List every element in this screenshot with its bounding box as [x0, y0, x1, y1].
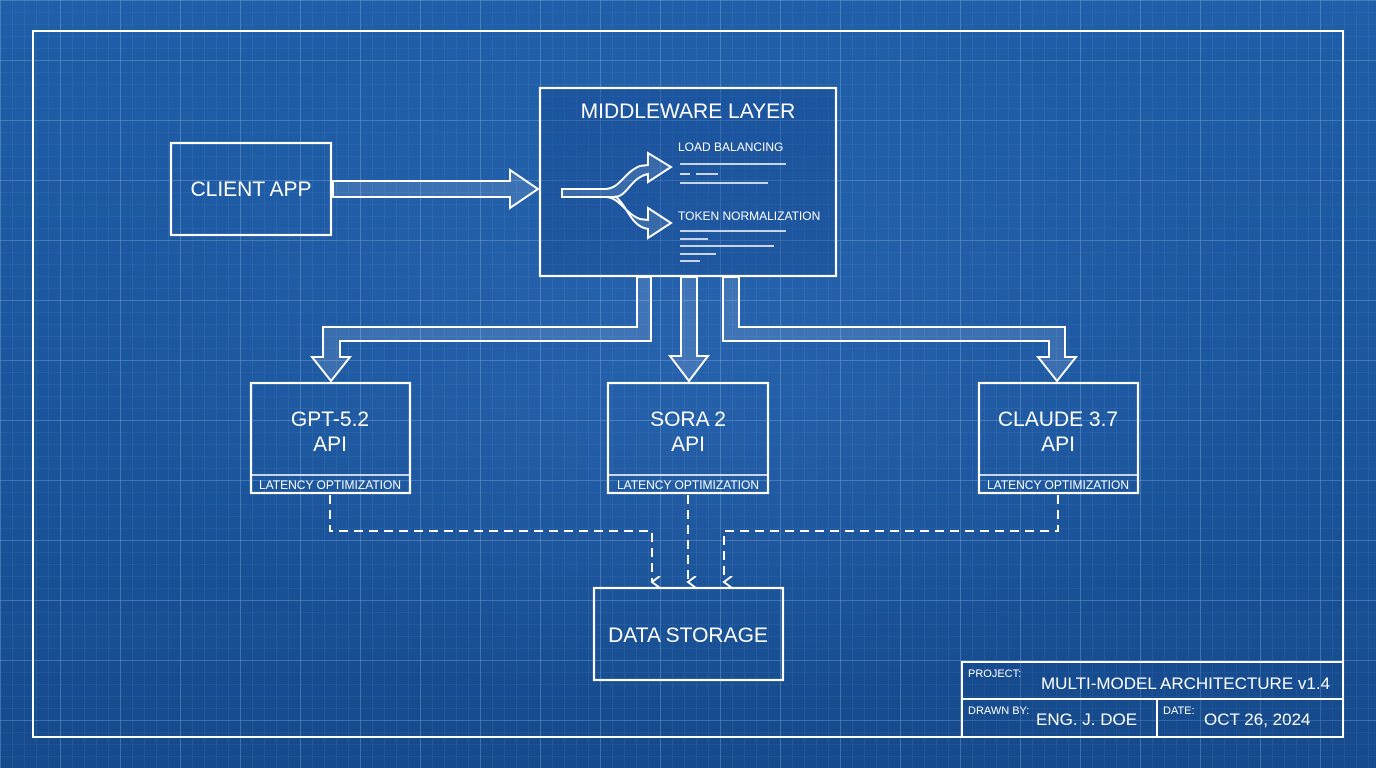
title-block-date-value: OCT 26, 2024 — [1204, 710, 1310, 729]
api-claude-footer: LATENCY OPTIMIZATION — [987, 478, 1129, 492]
middleware-layer-node[interactable]: MIDDLEWARE LAYER LOAD BALANCING TOKEN NO… — [538, 86, 838, 278]
api-gpt-type: API — [313, 433, 347, 456]
title-block-project-value: MULTI-MODEL ARCHITECTURE v1.4 — [1041, 674, 1330, 693]
api-claude-name: CLAUDE 3.7 — [998, 408, 1118, 431]
title-block-drawn-by-label: DRAWN BY: — [968, 705, 1029, 717]
api-node-claude[interactable]: CLAUDE 3.7 API LATENCY OPTIMIZATION — [977, 381, 1140, 495]
api-claude-type: API — [1041, 433, 1075, 456]
apis-to-storage-connectors — [329, 495, 1059, 582]
middleware-feature-load-balancing: LOAD BALANCING — [678, 140, 783, 154]
title-block-drawn-by-value: ENG. J. DOE — [1036, 710, 1137, 729]
api-gpt-footer: LATENCY OPTIMIZATION — [259, 478, 401, 492]
client-to-middleware-arrow — [332, 168, 540, 210]
client-app-label: CLIENT APP — [191, 178, 312, 201]
api-sora-type: API — [671, 433, 705, 456]
middleware-to-apis-arrows — [309, 276, 1079, 383]
split-arrow-icon — [561, 151, 673, 240]
api-sora-name: SORA 2 — [650, 408, 726, 431]
api-node-gpt[interactable]: GPT-5.2 API LATENCY OPTIMIZATION — [249, 381, 412, 495]
title-block-date-label: DATE: — [1163, 705, 1195, 717]
middleware-feature-token-normalization: TOKEN NORMALIZATION — [678, 209, 820, 223]
middleware-title: MIDDLEWARE LAYER — [581, 100, 796, 123]
api-gpt-name: GPT-5.2 — [291, 408, 369, 431]
api-sora-footer: LATENCY OPTIMIZATION — [617, 478, 759, 492]
data-storage-label: DATA STORAGE — [608, 624, 768, 647]
token-normalization-detail-lines — [680, 230, 786, 262]
title-block-project-label: PROJECT: — [968, 668, 1021, 680]
client-app-node[interactable]: CLIENT APP — [169, 141, 333, 237]
title-block: PROJECT: MULTI-MODEL ARCHITECTURE v1.4 D… — [961, 661, 1344, 738]
api-node-sora[interactable]: SORA 2 API LATENCY OPTIMIZATION — [606, 381, 770, 495]
drawing-frame — [32, 30, 1344, 738]
data-storage-node[interactable]: DATA STORAGE — [592, 586, 785, 682]
load-balancing-detail-lines — [680, 163, 786, 184]
